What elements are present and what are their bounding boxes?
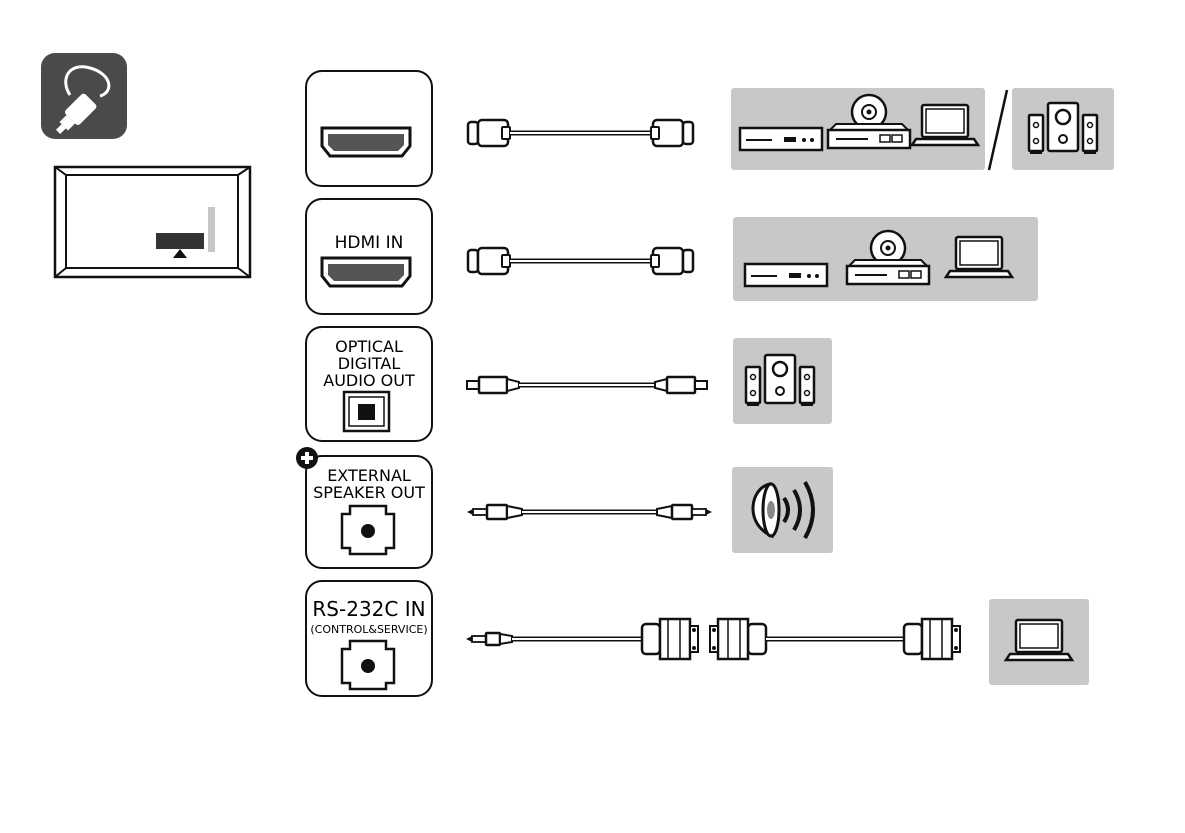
device-panel-av-players-2: [733, 217, 1038, 301]
rs232-port-icon: [342, 641, 394, 689]
device-panel-loudspeaker: [732, 467, 833, 553]
cable-connection-icon: [41, 53, 127, 139]
hdmi-cable-2: [468, 248, 693, 274]
tv-rear-panel-icon: [55, 167, 250, 277]
port-label-line: AUDIO OUT: [323, 371, 415, 390]
audio-jack-port-icon: [342, 506, 394, 554]
device-panel-pc: [989, 599, 1089, 685]
port-card-optical-audio-out: OPTICAL DIGITAL AUDIO OUT: [306, 327, 432, 441]
port-card-hdmi-in: HDMI IN: [306, 199, 432, 314]
port-label-line: HDMI IN: [335, 233, 404, 253]
port-card-external-speaker-out: EXTERNAL SPEAKER OUT: [296, 447, 432, 568]
device-panel-speakers-2: [733, 338, 832, 424]
device-panel-av-players-1: [731, 88, 985, 170]
plus-badge-icon: [296, 447, 318, 469]
speaker-audio-cable: [467, 505, 712, 519]
hdmi-port-icon: [322, 258, 410, 286]
or-divider: [989, 90, 1007, 170]
rs232-cable: [466, 619, 960, 659]
port-card-rs232c-in: RS-232C IN (CONTROL&SERVICE): [306, 581, 432, 696]
port-label-line: (CONTROL&SERVICE): [310, 623, 427, 636]
port-label-line: RS-232C IN: [312, 597, 425, 621]
port-label-line: SPEAKER OUT: [313, 483, 425, 502]
hdmi-port-icon: [322, 128, 410, 156]
hdmi-cable-1: [468, 120, 693, 146]
device-panel-speakers-1: [1012, 88, 1114, 170]
port-card-hdmi-1: [306, 71, 432, 186]
optical-port-icon: [344, 392, 389, 431]
optical-cable: [467, 377, 707, 393]
